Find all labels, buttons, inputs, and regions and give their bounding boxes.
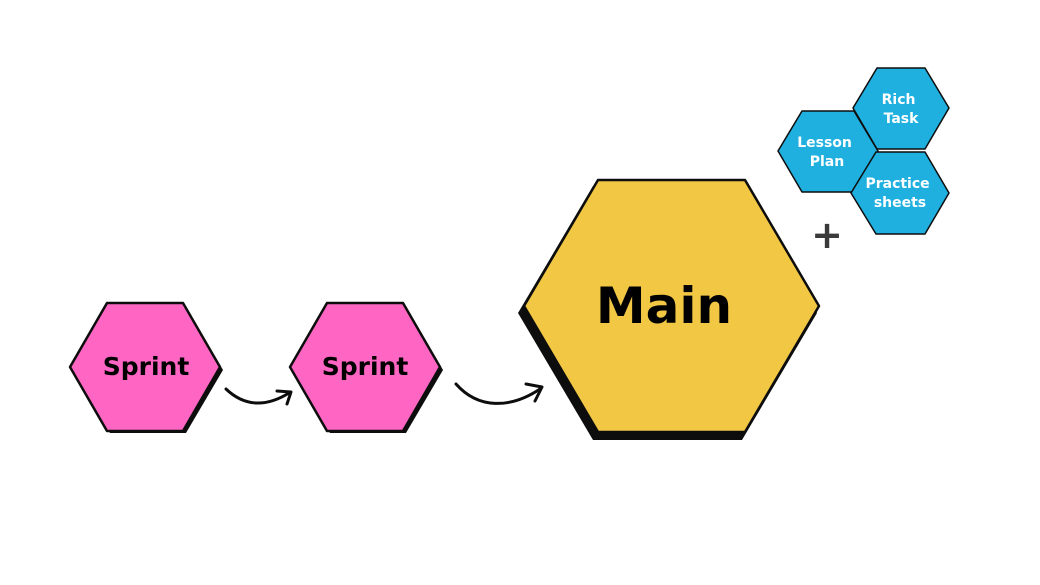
sprint-node-2: Sprint: [288, 301, 443, 433]
rich-task-hexagon: [852, 67, 950, 150]
sprint-node-1: Sprint: [68, 301, 223, 433]
arrow-1-line: [224, 387, 291, 405]
sprint-node-2-hexagon: [288, 301, 442, 433]
resource-cluster: Lesson Plan Rich Task Practice sheets: [777, 67, 950, 235]
arrow-2-line: [454, 382, 542, 405]
arrow-1-head: [275, 389, 293, 406]
lesson-plan-label: Lesson Plan: [797, 135, 857, 170]
practice-sheets-hexagon: [850, 151, 950, 235]
lesson-plan-label-line-2: Plan: [810, 154, 844, 170]
practice-sheets-label-line-1: Practice: [865, 176, 929, 192]
main-node: Main: [518, 178, 821, 440]
arrow-sprint1-to-sprint2: [224, 387, 293, 406]
main-node-hexagon: [522, 178, 821, 434]
resource-practice-sheets: Practice sheets: [850, 151, 950, 235]
rich-task-label-line-2: Task: [884, 111, 920, 127]
plus-symbol: +: [811, 213, 843, 257]
arrow-2-head: [524, 382, 544, 403]
sprint-node-1-hexagon: [68, 301, 222, 433]
rich-task-label: Rich Task: [882, 92, 921, 127]
sprint-node-1-label: Sprint: [103, 352, 190, 381]
practice-sheets-label-line-2: sheets: [874, 195, 926, 211]
rich-task-label-line-1: Rich: [882, 92, 916, 108]
practice-sheets-label: Practice sheets: [865, 176, 934, 211]
main-node-label: Main: [596, 277, 732, 335]
resource-rich-task: Rich Task: [852, 67, 950, 150]
lesson-plan-label-line-1: Lesson: [797, 135, 852, 151]
sprint-node-2-label: Sprint: [322, 352, 409, 381]
arrow-sprint2-to-main: [454, 382, 544, 405]
